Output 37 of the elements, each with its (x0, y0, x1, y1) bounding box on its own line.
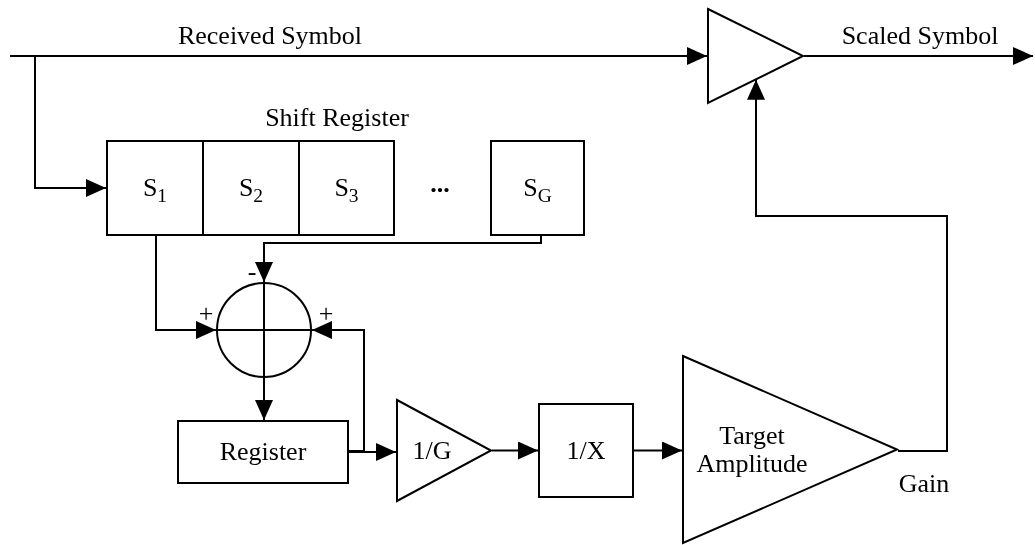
amplifier-triangle (707, 8, 804, 104)
block-label: Target Amplitude (695, 422, 809, 477)
arrow (311, 321, 365, 452)
arrow (255, 235, 542, 283)
sign-label: - (247, 259, 257, 285)
block-label: 1/X (566, 436, 606, 465)
signal-label: Received Symbol (177, 23, 363, 49)
arrow (348, 443, 397, 461)
arrow (255, 377, 273, 421)
register-cell (490, 140, 585, 236)
arrow (491, 441, 539, 460)
ellipsis-label: ... (430, 171, 450, 197)
arrow (155, 235, 217, 339)
block-label: S$_{1}$ (142, 174, 168, 202)
signal-label: Gain (898, 471, 950, 497)
block-label: S$_{3}$ (334, 174, 359, 202)
arrow (9, 47, 708, 65)
reciprocal-box (538, 403, 634, 498)
summing-junction (216, 282, 312, 378)
arrow (633, 441, 683, 460)
sign-label: + (198, 301, 214, 327)
register-box (177, 420, 349, 484)
group-title: Shift Register (265, 105, 409, 131)
block-label: S$_{2}$ (238, 174, 264, 202)
signal-label: Scaled Symbol (841, 23, 999, 49)
amplifier-triangle (682, 355, 898, 544)
arrow (803, 47, 1034, 65)
block-label: 1/G (412, 436, 452, 465)
register-cell (298, 140, 395, 236)
sign-label: + (318, 301, 334, 327)
arrow (747, 78, 948, 452)
register-cell (106, 140, 204, 236)
block-label: Register (219, 438, 307, 466)
arrow (34, 55, 107, 197)
register-cell (202, 140, 300, 236)
gain-triangle (396, 399, 492, 502)
block-label: S$_{G}$ (523, 174, 552, 202)
